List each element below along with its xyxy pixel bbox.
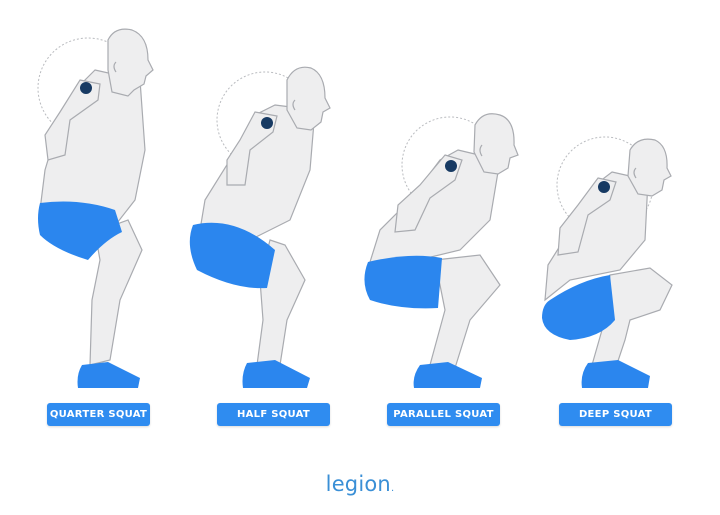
figure-half-squat (175, 0, 355, 400)
figure-parallel-squat (350, 0, 530, 400)
label-deep-squat: DEEP SQUAT (559, 403, 672, 426)
brand-dot: . (390, 483, 395, 494)
figure-quarter-squat (0, 0, 180, 400)
brand-logo: legion. (0, 472, 720, 496)
half-squat-illustration (189, 66, 331, 388)
deep-squat-illustration (542, 136, 673, 388)
parallel-squat-illustration (364, 113, 519, 388)
label-quarter-squat: QUARTER SQUAT (47, 403, 150, 426)
figure-deep-squat (530, 0, 710, 400)
quarter-squat-illustration (37, 28, 154, 388)
brand-name: legion (325, 472, 391, 496)
label-parallel-squat: PARALLEL SQUAT (387, 403, 500, 426)
label-half-squat: HALF SQUAT (217, 403, 330, 426)
